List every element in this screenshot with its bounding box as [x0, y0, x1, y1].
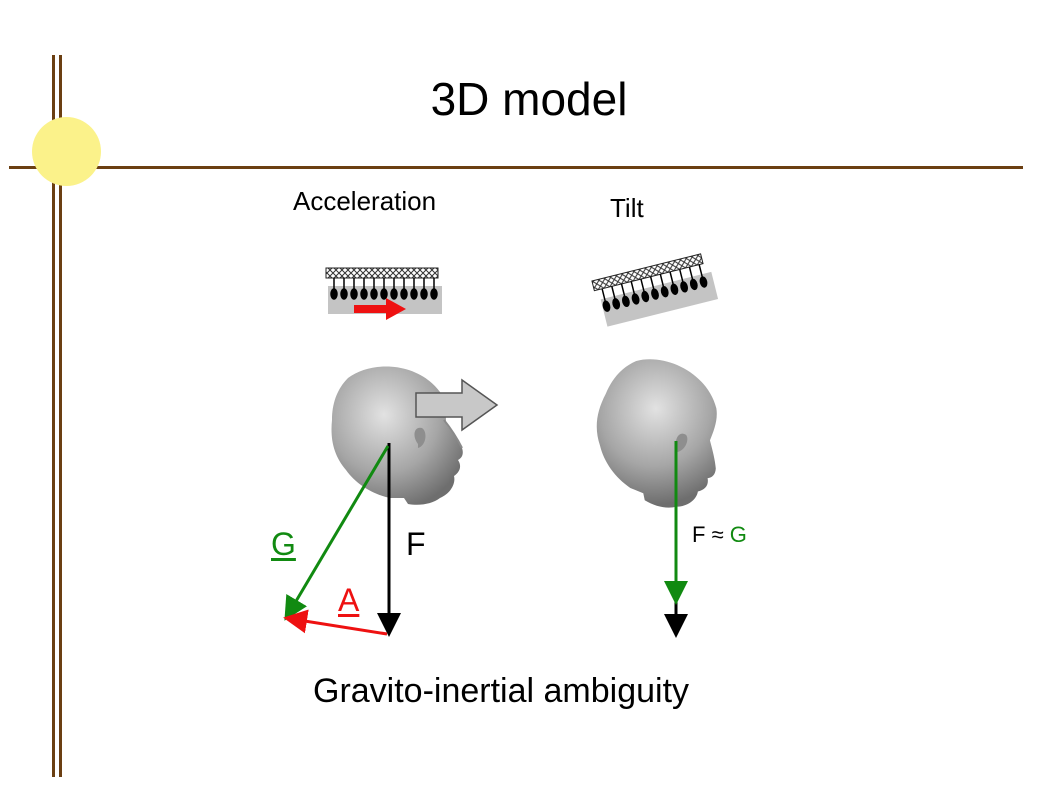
- transition-arrow-icon: [415, 378, 499, 432]
- slide-caption: Gravito-inertial ambiguity: [313, 672, 690, 710]
- tilt-label: Tilt: [610, 193, 644, 223]
- frame-line-left-1: [52, 55, 55, 777]
- acceleration-vector-a: [283, 609, 388, 636]
- vector-label-f: F: [406, 526, 426, 562]
- f-approx-g-symbol: ≈: [711, 522, 724, 547]
- vector-label-g: G: [271, 526, 296, 562]
- frame-line-left-2: [59, 55, 62, 777]
- otolith-acceleration-icon: [325, 267, 442, 320]
- vector-label-a: A: [338, 582, 360, 618]
- frame-line-horizontal: [9, 166, 1023, 169]
- acceleration-label: Acceleration: [293, 186, 437, 216]
- head-tilted-icon: [596, 359, 717, 508]
- otolith-tilt-icon: [591, 253, 719, 327]
- slide-title: 3D model: [430, 73, 628, 125]
- f-approx-g-label: F ≈ G: [692, 522, 747, 548]
- head-upright-icon: [331, 366, 463, 505]
- f-approx-g-f: F: [692, 522, 706, 547]
- sun-circle-decoration: [32, 117, 101, 186]
- f-approx-g-g: G: [729, 522, 747, 547]
- gravity-vector-g: [284, 445, 390, 621]
